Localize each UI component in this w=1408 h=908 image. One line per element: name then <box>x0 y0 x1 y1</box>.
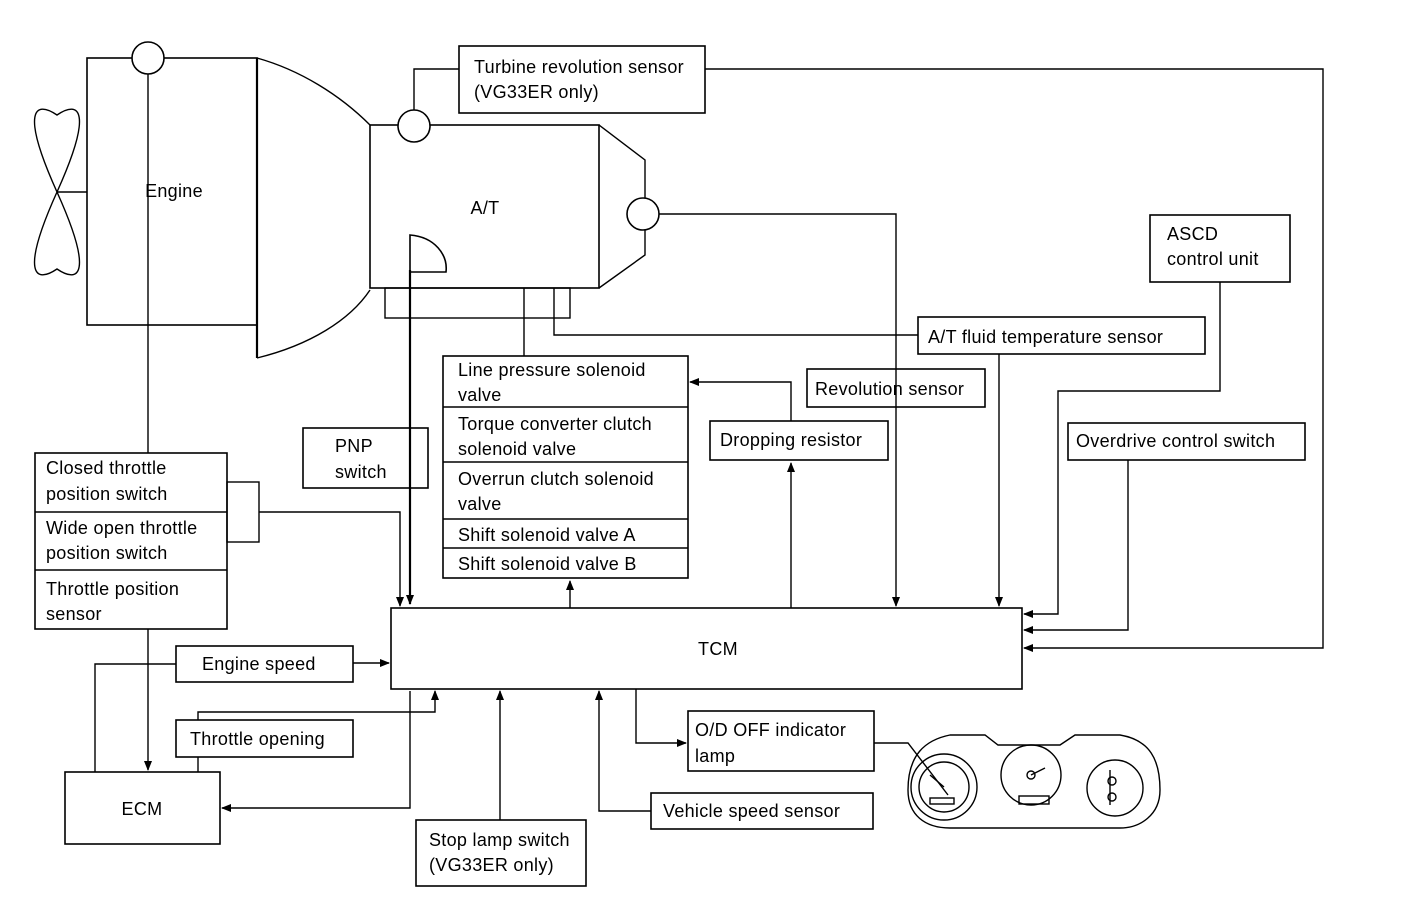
ascd-control-unit-box: ASCD control unit <box>1149 214 1291 283</box>
svg-text:lamp: lamp <box>695 746 735 766</box>
svg-text:switch: switch <box>335 462 387 482</box>
cooling-fan-icon <box>33 108 87 276</box>
svg-text:position switch: position switch <box>46 543 168 563</box>
svg-text:Turbine revolution sensor: Turbine revolution sensor <box>474 57 684 77</box>
svg-text:A/T fluid temperature sensor: A/T fluid temperature sensor <box>928 327 1163 347</box>
output-sensor-circle <box>626 197 660 231</box>
output-sensor-to-tcm-line <box>659 213 900 607</box>
svg-text:Revolution sensor: Revolution sensor <box>815 379 964 399</box>
od-off-indicator-lamp-box: O/D OFF indicator lamp <box>687 710 875 772</box>
pnp-switch-box: PNP switch <box>302 427 429 489</box>
svg-text:solenoid valve: solenoid valve <box>458 439 576 459</box>
closed-throttle-label: Closed throttle <box>46 458 167 478</box>
stop-lamp-switch-box: Stop lamp switch (VG33ER only) <box>415 819 587 887</box>
engine-sensor-circle <box>131 41 165 75</box>
svg-text:control unit: control unit <box>1167 249 1259 269</box>
svg-text:ASCD: ASCD <box>1167 224 1218 244</box>
svg-text:(VG33ER only): (VG33ER only) <box>474 82 599 102</box>
wide-open-throttle-label: Wide open throttle <box>46 518 197 538</box>
engine-block <box>86 57 258 326</box>
svg-text:ECM: ECM <box>122 799 163 819</box>
dropping-resistor-box: Dropping resistor <box>709 420 889 461</box>
throttle-opening-to-tcm-line <box>197 690 439 720</box>
solenoid-valve-stack: Line pressure solenoid valve Torque conv… <box>442 355 689 579</box>
fluid-temperature-sensor-box: A/T fluid temperature sensor <box>917 316 1206 355</box>
tcm-box: TCM <box>390 607 1023 690</box>
svg-text:Throttle opening: Throttle opening <box>190 729 325 749</box>
resistor-to-solenoid-line <box>689 378 792 421</box>
svg-text:valve: valve <box>458 494 502 514</box>
turbine-revolution-sensor-box: Turbine revolution sensor (VG33ER only) <box>458 45 706 114</box>
engine-speed-box: Engine speed <box>175 645 354 683</box>
at-label: A/T <box>471 198 500 218</box>
throttle-opening-box: Throttle opening <box>175 719 354 758</box>
svg-text:PNP: PNP <box>335 436 373 456</box>
tcm-to-od-lamp-line <box>635 689 687 747</box>
turbine-to-tcm-line <box>705 68 1324 652</box>
svg-text:Dropping resistor: Dropping resistor <box>720 430 862 450</box>
svg-text:position switch: position switch <box>46 484 168 504</box>
torque-converter-solenoid-label: Torque converter clutch <box>458 414 652 434</box>
line-pressure-solenoid-label: Line pressure solenoid <box>458 360 646 380</box>
throttle-switch-to-tcm-line <box>259 511 404 607</box>
at-valve-body <box>384 287 571 319</box>
instrument-cluster-icon <box>907 734 1161 829</box>
overdrive-to-tcm-line <box>1023 460 1129 634</box>
svg-text:TCM: TCM <box>698 639 738 659</box>
turbine-sensor-link <box>413 68 459 110</box>
throttle-position-sensor-label: Throttle position <box>46 579 179 599</box>
tcm-to-ecm-line <box>221 691 411 812</box>
ecm-to-engine-speed-line <box>94 663 176 772</box>
throttle-switch-stack: Closed throttle position switch Wide ope… <box>34 452 228 630</box>
svg-text:Engine speed: Engine speed <box>202 654 316 674</box>
turbine-sensor-circle <box>397 109 431 143</box>
shift-solenoid-a-label: Shift solenoid valve A <box>458 525 636 545</box>
fluid-temp-link <box>553 288 918 336</box>
overdrive-control-switch-box: Overdrive control switch <box>1067 422 1306 461</box>
at-body <box>369 124 600 289</box>
svg-text:Overdrive control switch: Overdrive control switch <box>1076 431 1275 451</box>
vehicle-speed-sensor-box: Vehicle speed sensor <box>650 792 874 830</box>
vss-to-tcm-line <box>595 690 651 812</box>
ecm-box: ECM <box>64 771 221 845</box>
svg-text:Vehicle speed sensor: Vehicle speed sensor <box>663 801 840 821</box>
svg-text:O/D OFF indicator: O/D OFF indicator <box>695 720 846 740</box>
engine-label: Engine <box>145 181 203 201</box>
ascd-to-tcm-line <box>1023 282 1221 618</box>
inhibitor-sector-icon <box>409 234 447 273</box>
throttle-switch-bracket <box>226 481 260 543</box>
svg-text:sensor: sensor <box>46 604 102 624</box>
overrun-clutch-solenoid-label: Overrun clutch solenoid <box>458 469 654 489</box>
svg-text:valve: valve <box>458 385 502 405</box>
svg-text:(VG33ER only): (VG33ER only) <box>429 855 554 875</box>
svg-text:Stop lamp switch: Stop lamp switch <box>429 830 570 850</box>
od-lamp-to-cluster-line <box>874 742 949 796</box>
shift-solenoid-b-label: Shift solenoid valve B <box>458 554 637 574</box>
bell-housing <box>256 57 371 359</box>
